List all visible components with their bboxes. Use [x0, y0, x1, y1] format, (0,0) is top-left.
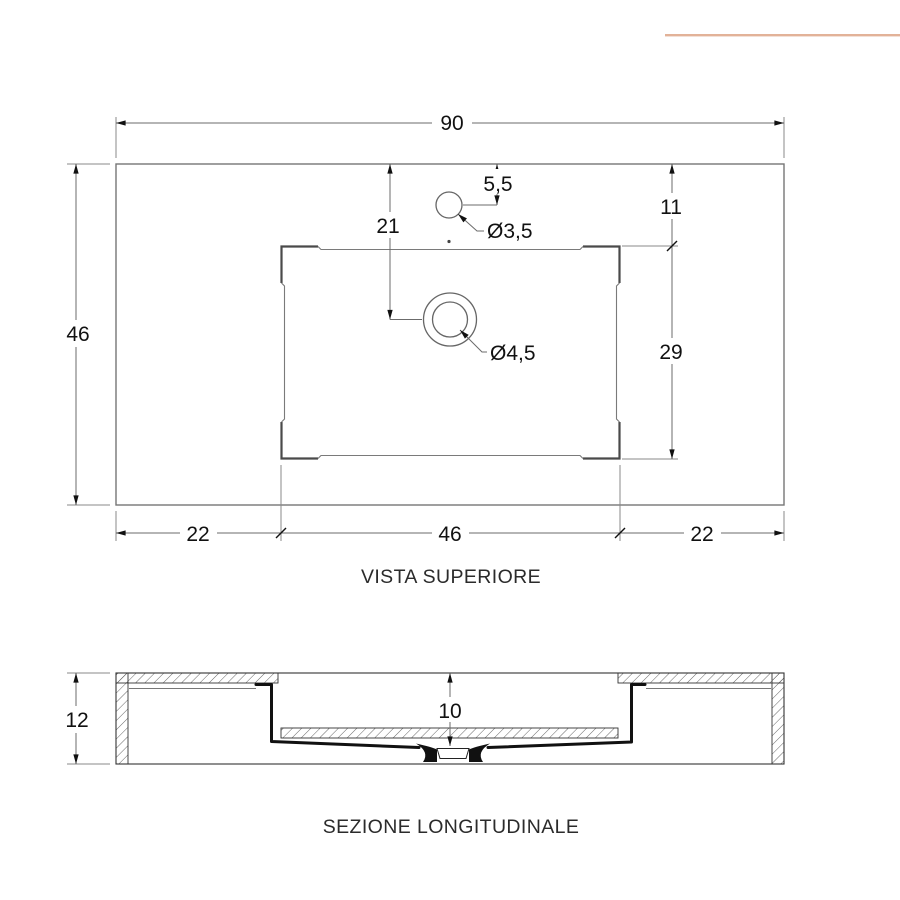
- dim-overall-depth: 46: [57, 163, 110, 506]
- drain-fitting: [416, 743, 490, 762]
- basin-shell-left: [254, 683, 421, 749]
- dim-right-offset-label: 22: [690, 523, 713, 546]
- dim-basin-depth-label: 10: [438, 700, 461, 723]
- drain-hole-inner: [431, 301, 469, 338]
- top-view-caption: VISTA SUPERIORE: [361, 566, 541, 588]
- dim-overall-height: 12: [57, 672, 110, 765]
- faucet-diameter-label: Ø3,5: [487, 220, 533, 243]
- dim-drain-from-top-label: 21: [376, 215, 399, 238]
- dim-faucet-from-top: 5,5: [463, 164, 518, 206]
- dim-basin-vertical-chain: 11 29: [622, 164, 689, 460]
- basin-outline: [280, 245, 621, 460]
- dim-basin-width-label: 46: [438, 523, 461, 546]
- dim-drain-from-top: 21: [370, 164, 422, 320]
- accent-divider-line: [665, 34, 900, 37]
- drain-hole-section: [436, 748, 470, 759]
- dim-basin-edge-from-top-label: 11: [660, 196, 682, 219]
- dim-faucet-from-top-label: 5,5: [483, 173, 512, 196]
- dim-bottom-chain: 22 46 22: [115, 465, 785, 546]
- countertop-outline: [115, 163, 785, 506]
- faucet-hole: [435, 191, 463, 219]
- leader-faucet-diameter: Ø3,5: [457, 213, 533, 243]
- basin-shell-right: [486, 683, 647, 749]
- section-view-caption: SEZIONE LONGITUDINALE: [323, 816, 580, 838]
- dim-basin-depth: 10: [433, 673, 468, 746]
- dim-overall-width: 90: [115, 108, 785, 158]
- top-view: 90 46 21 5,5 Ø3,5: [57, 108, 785, 588]
- dim-basin-depth-plan-label: 29: [659, 341, 682, 364]
- leader-drain-diameter: Ø4,5: [459, 329, 536, 365]
- dim-overall-depth-label: 46: [66, 323, 89, 346]
- drain-diameter-label: Ø4,5: [490, 342, 536, 365]
- drain-hole-outer: [422, 292, 478, 347]
- dim-overall-width-label: 90: [440, 112, 463, 135]
- dim-left-offset-label: 22: [186, 523, 209, 546]
- dim-overall-height-label: 12: [65, 709, 88, 732]
- center-mark-dot: [447, 239, 451, 244]
- section-view: 12 10 SEZIONE LONGITUDINALE: [57, 672, 785, 838]
